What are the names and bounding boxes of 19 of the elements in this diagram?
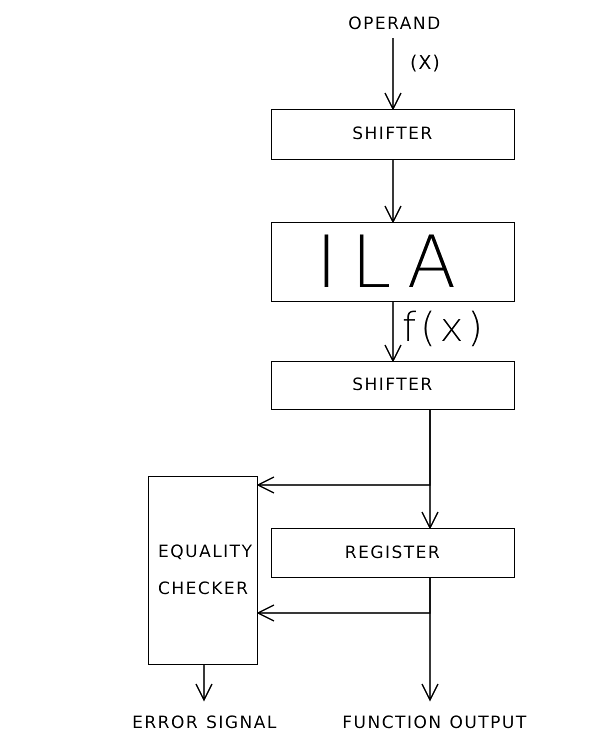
edge-label: (X) <box>410 52 441 74</box>
output-label: FUNCTION OUTPUT <box>342 712 528 734</box>
arrow <box>384 160 402 223</box>
box-label: SHIFTER <box>352 374 434 397</box>
arrow <box>421 578 439 701</box>
ila-box <box>271 222 515 302</box>
arrow <box>257 410 431 494</box>
input-label: OPERAND <box>348 12 442 36</box>
box-label: REGISTER <box>344 542 442 564</box>
output-label: ERROR SIGNAL <box>132 712 278 734</box>
arrow <box>384 38 402 110</box>
box-label: ILA <box>316 226 470 298</box>
equality-checker-box <box>148 476 258 665</box>
arrow <box>384 302 402 362</box>
register-box <box>271 528 515 578</box>
shifter-box <box>271 109 515 160</box>
shifter-box <box>271 361 515 410</box>
arrow <box>195 665 213 701</box>
box-label: SHIFTER <box>352 123 434 146</box>
